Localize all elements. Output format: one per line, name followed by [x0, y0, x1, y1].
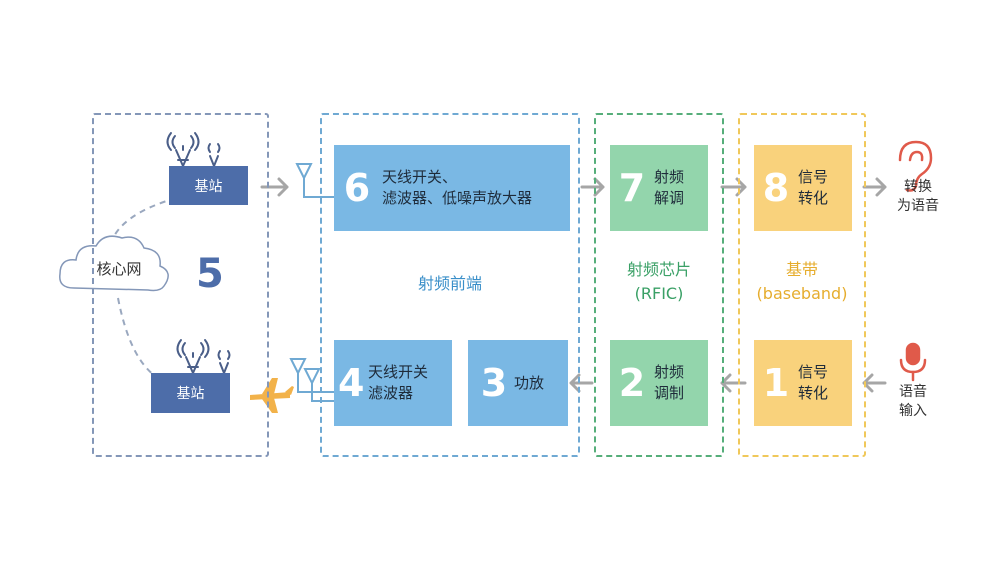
- block-6-number: 6: [343, 166, 371, 210]
- baseband-group: [738, 113, 866, 457]
- baseband-label-line1: 基带: [785, 260, 818, 279]
- baseband-label: 基带 (baseband): [740, 258, 864, 306]
- block-7-number: 7: [618, 166, 646, 210]
- antenna-icon-bottom: [289, 358, 334, 402]
- tower-icon-top: [166, 132, 221, 167]
- block-4-antenna-switch-filter: 4 天线开关 滤波器: [334, 340, 452, 426]
- rfic-label-line1: 射频芯片: [626, 260, 691, 279]
- block-4-line2: 滤波器: [368, 384, 414, 402]
- block-2-line1: 射频: [654, 363, 685, 381]
- block-8-line2: 转化: [798, 189, 829, 207]
- arrow-station-to-6: [260, 177, 289, 197]
- rfic-label-line2: (RFIC): [634, 284, 684, 303]
- voice-input: 语音 输入: [890, 383, 936, 421]
- block-1-line2: 转化: [798, 384, 829, 402]
- microphone-icon: [899, 342, 927, 382]
- block-7-rf-demodulation: 7 射频 解调: [610, 145, 708, 231]
- block-3-power-amplifier: 3 功放: [468, 340, 568, 426]
- rfic-group: [594, 113, 724, 457]
- block-8-number: 8: [762, 166, 790, 210]
- base-station-top-label: 基站: [194, 178, 223, 195]
- core-network-label: 核心网: [96, 260, 142, 278]
- block-1-line1: 信号: [798, 363, 829, 381]
- block-2-rf-modulation: 2 射频 调制: [610, 340, 708, 426]
- rf-front-end-label: 射频前端: [417, 274, 482, 293]
- block-8-signal-conversion: 8 信号 转化: [754, 145, 852, 231]
- base-station-bottom: 基站: [151, 373, 230, 413]
- rfic-label: 射频芯片 (RFIC): [596, 258, 722, 306]
- baseband-label-line2: (baseband): [756, 284, 848, 303]
- block-4-number: 4: [338, 361, 365, 405]
- core-network-group: [92, 113, 269, 457]
- block-6-line2: 滤波器、低噪声放大器: [382, 189, 533, 207]
- output-line1: 转换: [904, 179, 932, 195]
- rf-front-end-group: [320, 113, 580, 457]
- block-2-number: 2: [618, 361, 646, 405]
- block-6-line1: 天线开关、: [382, 168, 458, 186]
- block-4-line1: 天线开关: [368, 363, 429, 381]
- arrow-6-to-7: [580, 177, 605, 197]
- core-link-bottom: [117, 297, 159, 379]
- block-7-line1: 射频: [654, 168, 685, 186]
- arrow-input-to-1: [862, 373, 887, 393]
- arrow-2-to-3: [569, 373, 594, 393]
- airplane-icon: [250, 378, 294, 413]
- output-line2: 为语音: [897, 198, 939, 214]
- block-6-antenna-switch-filter-lna: 6 天线开关、 滤波器、低噪声放大器: [334, 145, 570, 231]
- cloud-icon: [59, 235, 169, 292]
- block-8-line1: 信号: [798, 168, 829, 186]
- input-line1: 语音: [899, 384, 927, 400]
- output-to-voice: 转换 为语音: [890, 178, 946, 216]
- block-3-number: 3: [480, 361, 508, 405]
- input-line2: 输入: [899, 403, 927, 419]
- block-3-line1: 功放: [514, 373, 545, 392]
- block-1-number: 1: [762, 361, 790, 405]
- base-station-bottom-label: 基站: [176, 386, 205, 402]
- antenna-icon-top: [295, 163, 334, 198]
- base-station-top: 基站: [169, 166, 248, 205]
- ear-icon: [898, 140, 933, 192]
- block-2-line2: 调制: [654, 384, 685, 402]
- block-7-line2: 解调: [654, 189, 685, 207]
- block-1-signal-conversion: 1 信号 转化: [754, 340, 852, 426]
- core-network-number: 5: [196, 251, 224, 297]
- tower-icon-bottom: [176, 339, 231, 374]
- arrow-8-to-output: [862, 177, 887, 197]
